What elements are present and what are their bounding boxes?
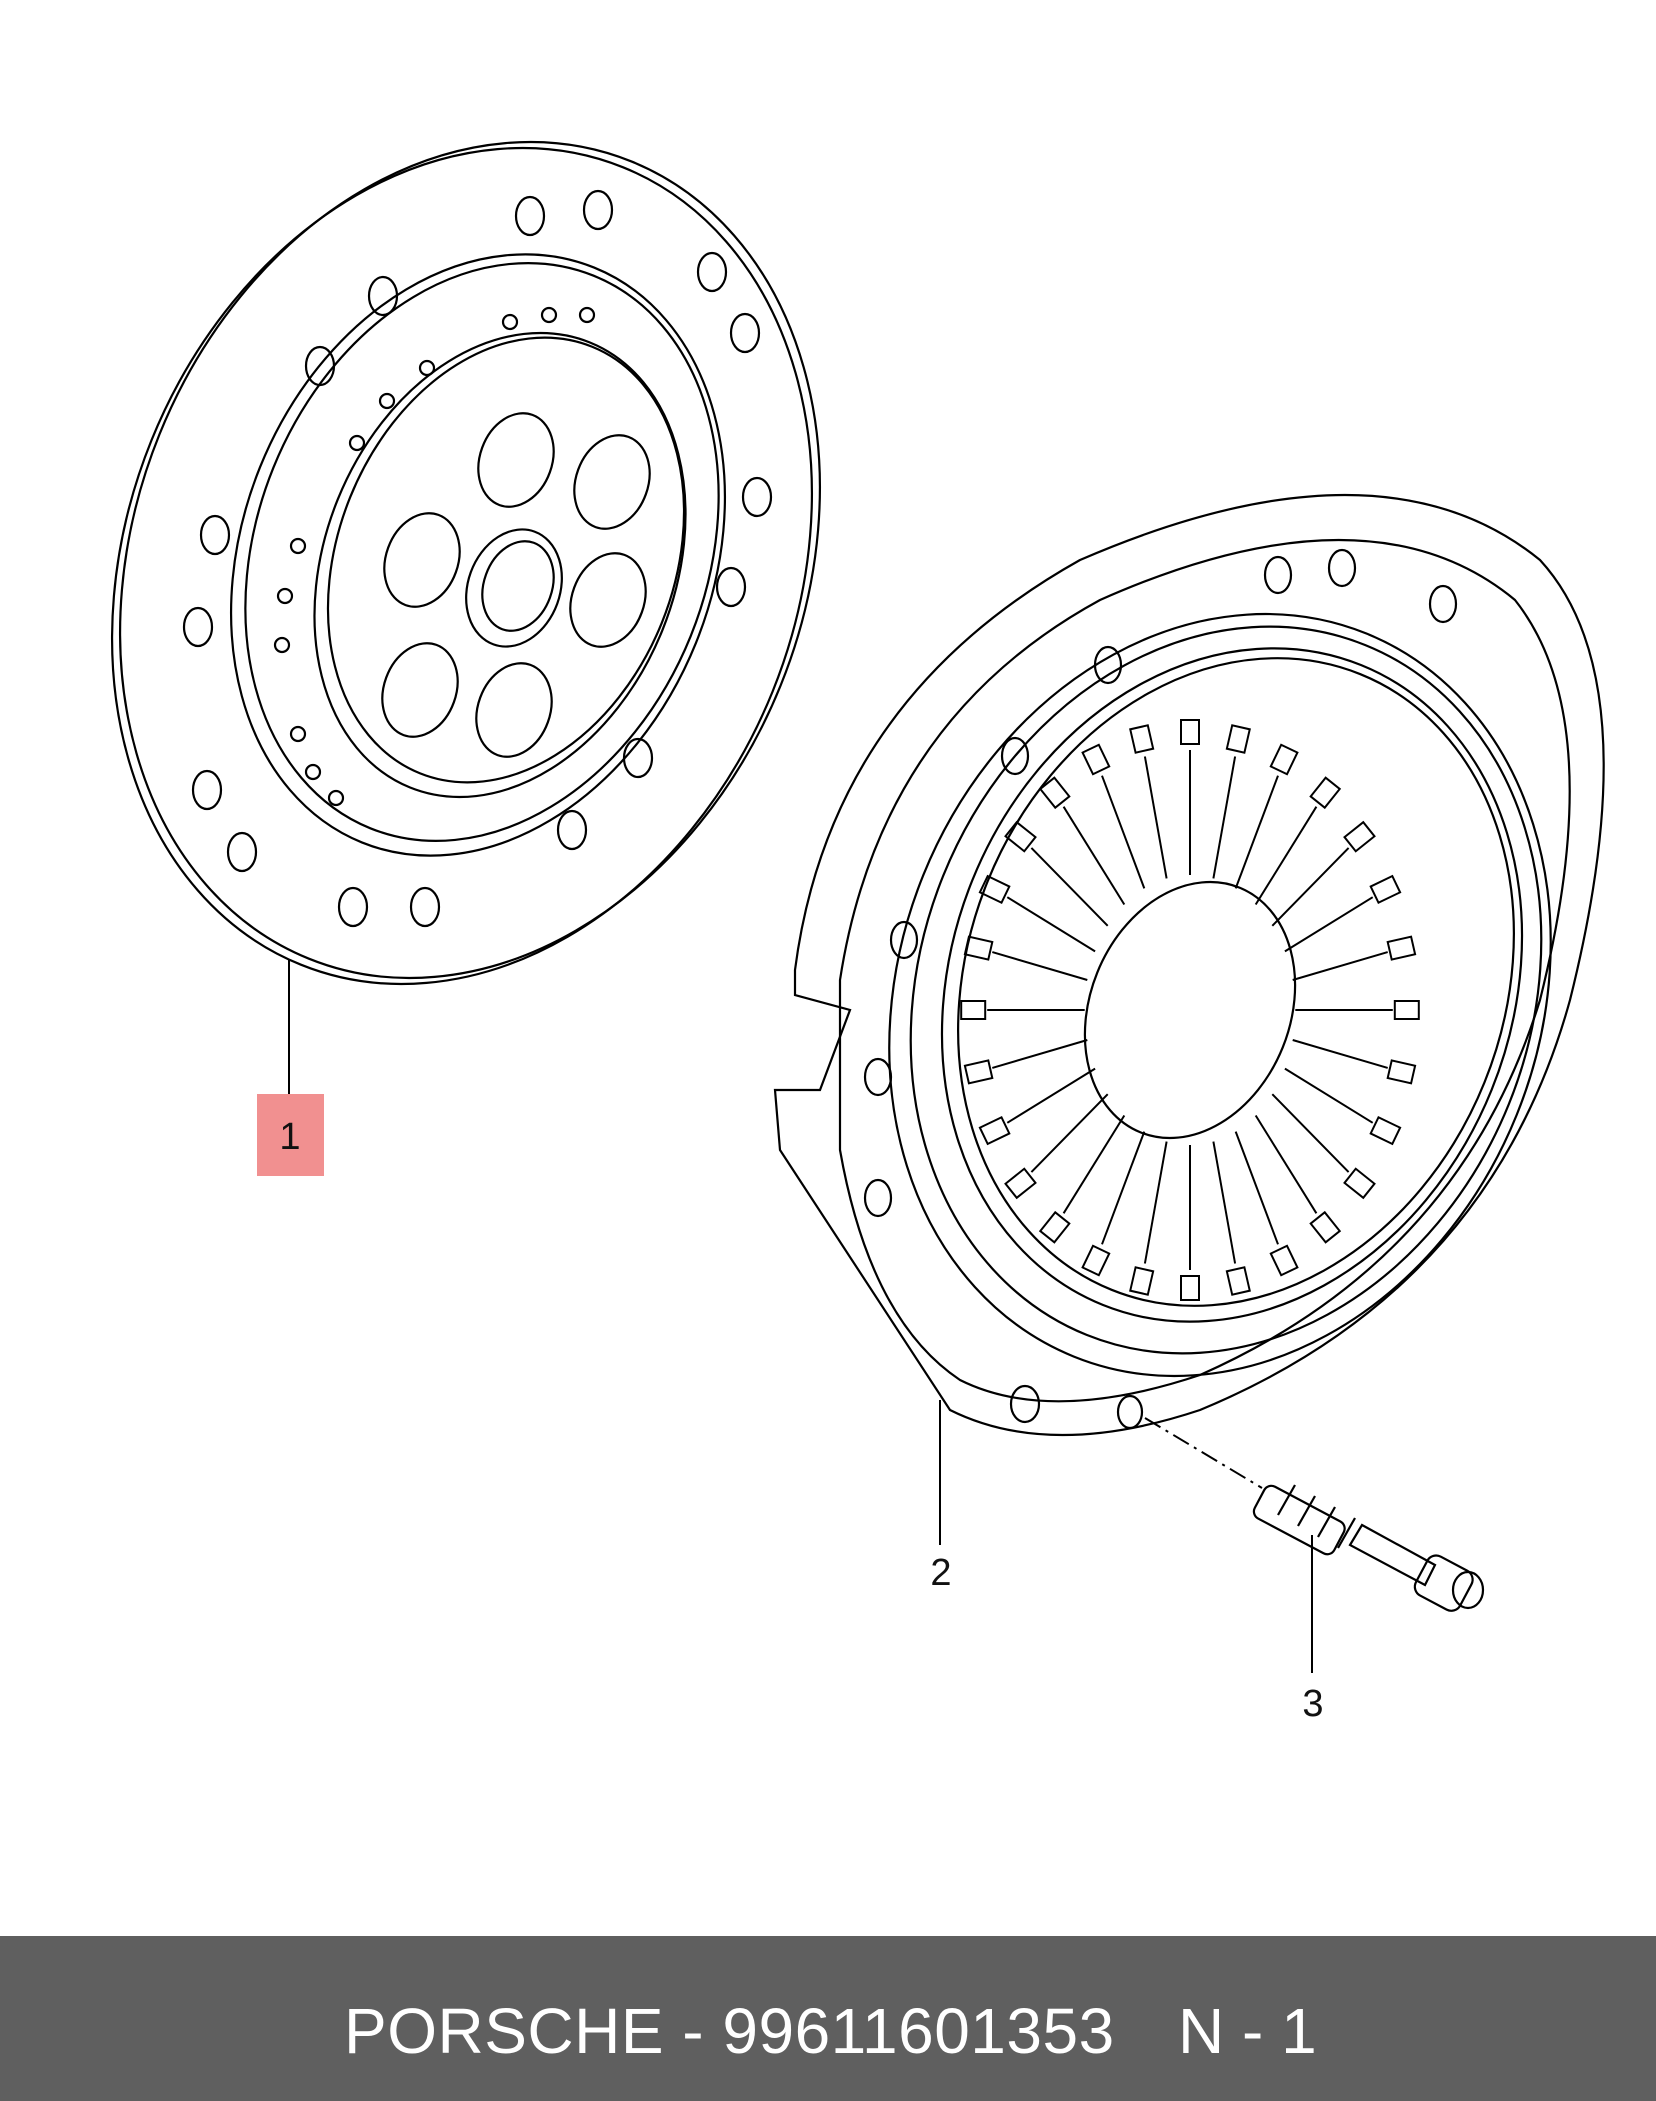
diaphragm-spring-fingers (960, 719, 1420, 1301)
spring-finger-tip (1004, 820, 1037, 853)
spring-finger (1062, 1114, 1126, 1214)
spring-finger-tip (1369, 874, 1402, 905)
spring-finger (1271, 1093, 1350, 1173)
spring-finger (1271, 847, 1350, 927)
spring-finger-tip (1269, 743, 1299, 776)
spring-finger-tip (1393, 1000, 1420, 1020)
spring-finger-tip (1180, 719, 1200, 745)
pressure-plate (773, 494, 1605, 1545)
spring-finger-tip (1038, 1210, 1071, 1244)
spring-finger-tip (1004, 1167, 1037, 1200)
spring-finger (1284, 896, 1374, 953)
spring-finger (1292, 951, 1388, 981)
mounting-bolt (1144, 1417, 1485, 1673)
callout-1-label[interactable]: 1 (279, 1116, 301, 1158)
spring-finger (1143, 756, 1168, 879)
spring-finger (1062, 806, 1126, 906)
clutch-disc (111, 140, 821, 1094)
spring-finger-tip (1129, 724, 1155, 754)
footer-bar: PORSCHE - 99611601353 N - 1 (0, 1936, 1656, 2101)
spring-finger-tip (1309, 776, 1342, 810)
spring-finger (1284, 1067, 1374, 1124)
spring-finger-tip (960, 1000, 987, 1020)
spring-finger (1234, 1131, 1279, 1245)
spring-finger-tip (1180, 1275, 1200, 1301)
spring-finger (1234, 775, 1279, 889)
spring-finger-tip (963, 935, 994, 961)
spring-finger (1101, 775, 1146, 889)
spring-finger-tip (963, 1059, 994, 1085)
spring-finger (1254, 806, 1318, 906)
spring-finger-tip (1081, 1244, 1111, 1277)
callout-2-label[interactable]: 2 (930, 1552, 952, 1594)
spring-finger (1006, 1067, 1096, 1124)
spring-finger-tip (1081, 743, 1111, 776)
spring-finger (1254, 1114, 1318, 1214)
spring-finger (1030, 1093, 1109, 1173)
callout-1-highlight (257, 1094, 324, 1176)
spring-finger-tip (1038, 776, 1071, 810)
spring-finger-tip (978, 1115, 1011, 1146)
spring-finger (1143, 1141, 1168, 1264)
spring-finger (992, 1039, 1088, 1069)
spring-finger-tip (1386, 1059, 1417, 1085)
spring-finger-tip (1309, 1210, 1342, 1244)
spring-finger (1101, 1131, 1146, 1245)
spring-finger-tip (1343, 820, 1376, 853)
spring-finger-tip (1225, 724, 1251, 754)
spring-finger (992, 951, 1088, 981)
parts-diagram: 1 2 3 (111, 140, 1605, 1725)
spring-finger (1006, 896, 1096, 953)
spring-finger-tip (1225, 1266, 1251, 1296)
callout-3-label[interactable]: 3 (1302, 1683, 1324, 1725)
spring-finger (1030, 847, 1109, 927)
quantity-label: N - 1 (1178, 1995, 1317, 2067)
spring-finger (1212, 756, 1237, 879)
brand-part-number: PORSCHE - 99611601353 (344, 1995, 1115, 2067)
spring-finger-tip (1369, 1115, 1402, 1146)
spring-finger-tip (1343, 1167, 1376, 1200)
exploded-view-drawing (111, 140, 1605, 1673)
spring-finger-tip (1386, 935, 1417, 961)
spring-finger-tip (1269, 1244, 1299, 1277)
spring-finger-tip (1129, 1266, 1155, 1296)
spring-finger (1212, 1141, 1237, 1264)
spring-finger-tip (978, 874, 1011, 905)
spring-finger (1292, 1039, 1388, 1069)
